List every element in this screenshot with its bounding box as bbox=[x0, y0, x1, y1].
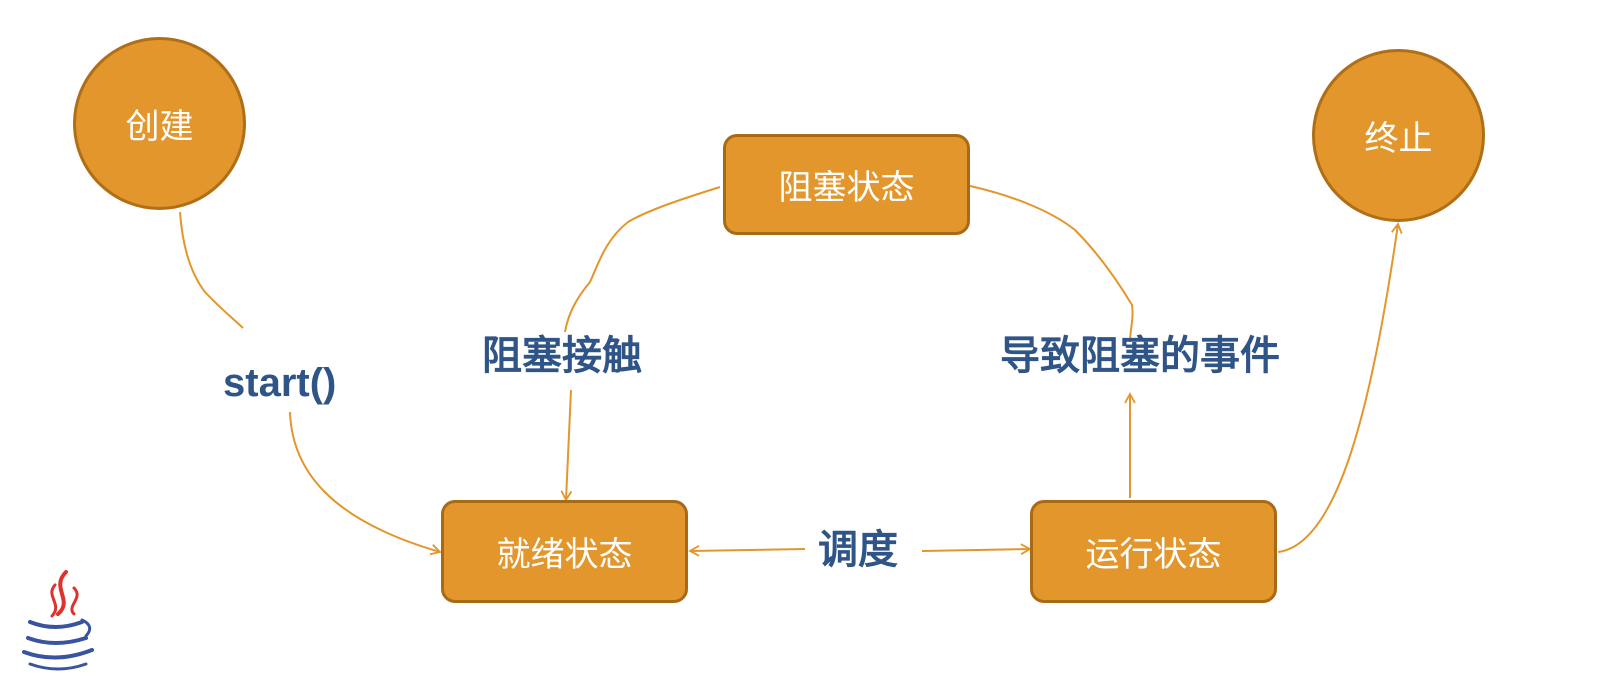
blocked-state-node: 阻塞状态 bbox=[723, 134, 970, 235]
create-to-start-line bbox=[179, 211, 244, 329]
create-node-label: 创建 bbox=[125, 107, 194, 147]
running-to-terminate-arrow bbox=[1277, 222, 1403, 553]
java-logo-icon bbox=[22, 570, 94, 671]
blocked-state-label: 阻塞状态 bbox=[778, 168, 915, 208]
schedule-to-ready-arrow bbox=[688, 545, 806, 557]
schedule-to-running-arrow bbox=[921, 543, 1032, 555]
ready-state-node: 就绪状态 bbox=[441, 500, 688, 603]
running-state-node: 运行状态 bbox=[1030, 500, 1277, 603]
unblock-edge-label: 阻塞接触 bbox=[482, 333, 642, 379]
start-to-ready-arrow bbox=[289, 411, 442, 556]
schedule-edge-label: 调度 bbox=[818, 527, 898, 573]
running-state-label: 运行状态 bbox=[1085, 535, 1222, 575]
block-event-edge-label: 导致阻塞的事件 bbox=[1000, 333, 1280, 379]
start-edge-label: start() bbox=[223, 361, 337, 405]
terminate-node-label: 终止 bbox=[1364, 119, 1433, 159]
unblock-to-ready-arrow bbox=[560, 389, 573, 502]
create-node: 创建 bbox=[73, 37, 246, 210]
terminate-node: 终止 bbox=[1312, 49, 1485, 222]
blocked-to-unblock-line bbox=[564, 186, 721, 333]
ready-state-label: 就绪状态 bbox=[496, 535, 633, 575]
blocked-to-event-line bbox=[969, 185, 1134, 343]
